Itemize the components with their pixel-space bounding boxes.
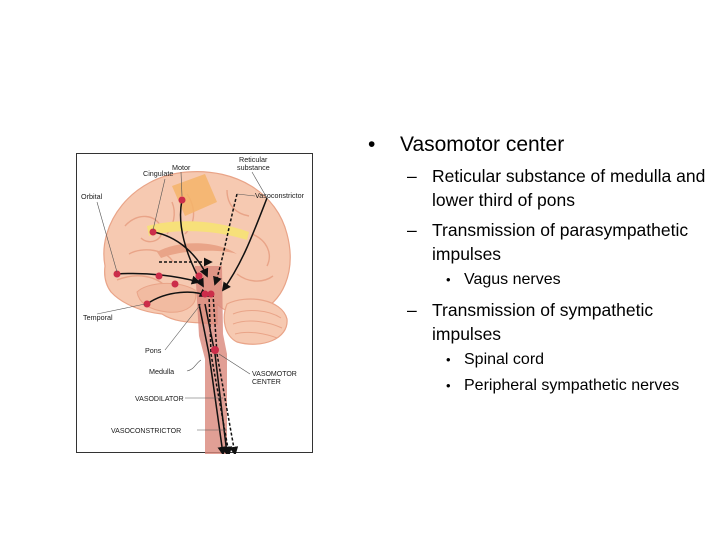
brain-diagram: Cingulate Motor Reticular substance Orbi… [76,153,313,454]
bullet-glyph: • [446,352,451,367]
neural-pathways [116,193,268,454]
sub-sub-bullet-peripheral-text: Peripheral sympathetic nerves [464,377,680,394]
nucleus-orbital [113,270,121,278]
label-vasomotor-1: VASOMOTOR [252,371,297,378]
descending-3 [212,293,239,454]
label-cingulate: Cingulate [143,169,173,178]
label-temporal: Temporal [83,313,113,322]
bullet-list: • Vasomotor center – Reticular substance… [368,132,713,398]
nuclei [113,196,219,354]
reticular-pathway [221,197,268,292]
label-medulla: Medulla [149,367,174,376]
sub-sub-bullet-vagus-text: Vagus nerves [464,271,561,288]
nucleus-upper-stem [195,272,203,280]
corpus-callosum [157,243,237,258]
leader-lines [96,171,268,431]
descending-4 [208,293,233,454]
dash-glyph: – [407,220,417,240]
nucleus-motor [178,196,186,204]
nucleus-temporal [143,300,151,308]
sub-sub-bullet-spinal-text: Spinal cord [464,351,545,368]
sub-sub-bullet-vagus: • Vagus nerves [446,268,713,292]
nucleus-mid [171,280,179,288]
descending-2 [198,303,227,454]
nucleus-pons [201,290,209,298]
bullet-main-text: Vasomotor center [400,133,565,156]
sub-bullet-sympathetic: – Transmission of sympathetic impulses [407,298,713,346]
sub-sub-bullet-peripheral: • Peripheral sympathetic nerves [446,374,713,398]
motor-area [172,174,217,216]
label-vasodilator: VASODILATOR [135,396,184,403]
bullet-glyph: • [368,133,376,156]
sub-sub-bullet-spinal: • Spinal cord [446,348,713,372]
cingulate-band [147,221,249,240]
sub-bullet-parasympathetic: – Transmission of parasympathetic impuls… [407,218,713,266]
label-motor: Motor [172,163,191,172]
dash-glyph: – [407,166,417,186]
label-reticular-1: Reticular [239,155,268,164]
bullet-glyph: • [446,378,451,393]
label-pons: Pons [145,346,162,355]
label-vasoconstrictor-upper: Vasoconstrictor [255,191,305,200]
sub-bullet-sympathetic-text: Transmission of sympathetic impulses [432,300,654,344]
nucleus-cingulate [149,228,157,236]
cerebellum-folds [232,310,283,339]
label-reticular-2: substance [237,163,270,172]
nucleus-hypothalamus [155,272,163,280]
bullet-glyph: • [446,272,451,287]
dash-glyph: – [407,300,417,320]
nucleus-pons-2 [207,290,215,298]
nucleus-vasomotor [211,346,219,354]
brain-illustration: Cingulate Motor Reticular substance Orbi… [81,155,305,454]
label-orbital: Orbital [81,192,103,201]
sub-bullet-parasympathetic-text: Transmission of parasympathetic impulses [432,220,689,264]
bullet-main: • Vasomotor center [368,132,713,158]
sub-bullet-reticular: – Reticular substance of medulla and low… [407,164,713,212]
cingulate-pathway [152,231,209,278]
vasoconstrictor-pathway [213,193,238,286]
label-vasoconstrictor: VASOCONSTRICTOR [111,428,181,435]
label-vasomotor-2: CENTER [252,379,281,386]
brainstem [195,266,227,454]
sub-bullet-reticular-text: Reticular substance of medulla and lower… [432,166,706,210]
